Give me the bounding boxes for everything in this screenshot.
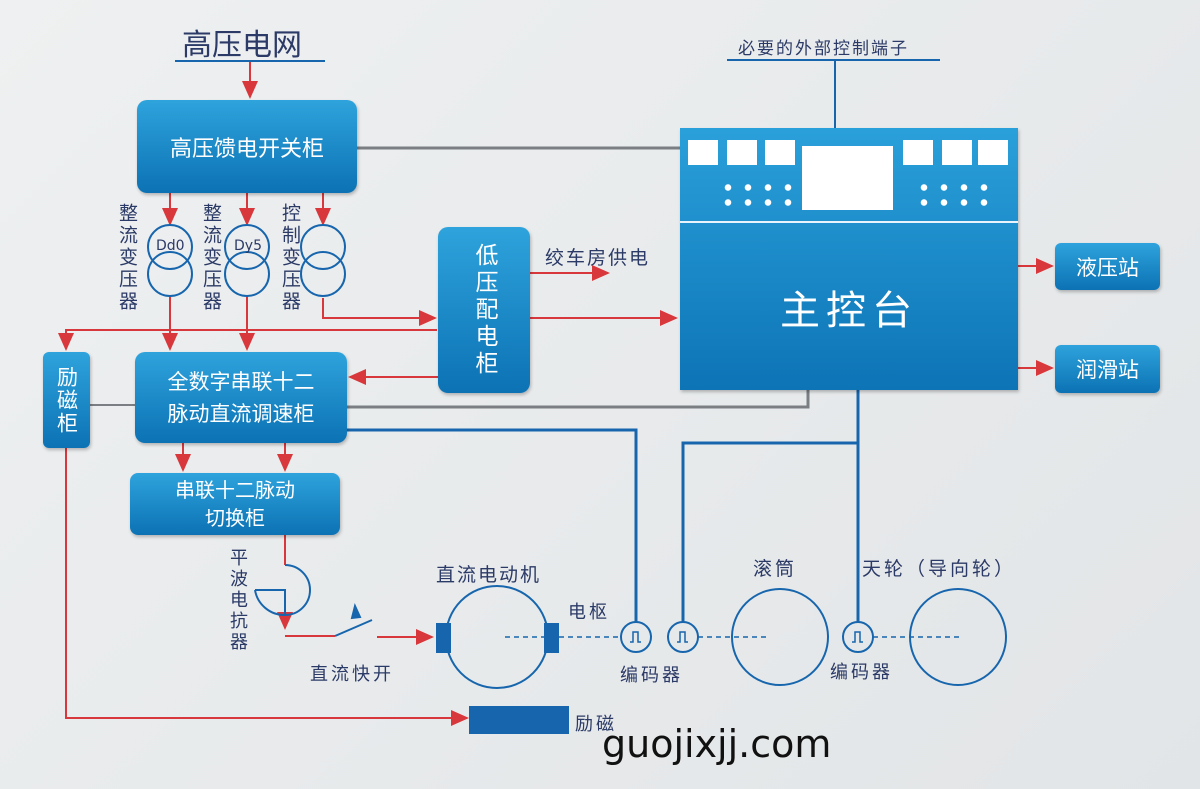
control-transformer-label: 控制变压器: [279, 203, 301, 313]
lubrication-station[interactable]: 润滑站: [1055, 345, 1160, 393]
drum-label: 滚筒: [753, 558, 798, 580]
hydraulic-label: 液压站: [1076, 255, 1139, 280]
excitation-cabinet-label: 励磁柜: [54, 365, 79, 435]
sheave-label: 天轮（导向轮）: [862, 558, 1017, 580]
watermark: guojixjj.com: [602, 722, 832, 766]
excitation-cabinet[interactable]: 励磁柜: [43, 352, 90, 448]
armature-label: 电枢: [568, 602, 610, 623]
hv-switch-label: 高压馈电开关柜: [169, 136, 324, 162]
rect-transformer-2-label: 整流变压器: [200, 203, 222, 313]
reactor-label: 平波电抗器: [227, 548, 248, 653]
speed-control-cabinet[interactable]: 全数字串联十二 脉动直流调速柜: [135, 352, 347, 443]
lv-cabinet-label: 低压配电柜: [471, 242, 497, 378]
winch-power-label: 绞车房供电: [545, 247, 651, 269]
grid-label: 高压电网: [182, 28, 302, 63]
excitation-label: 励磁: [575, 714, 617, 735]
lv-cabinet[interactable]: 低压配电柜: [438, 227, 530, 393]
breaker-label: 直流快开: [310, 664, 394, 685]
lubrication-label: 润滑站: [1076, 358, 1139, 382]
ext-terminals-label: 必要的外部控制端子: [738, 39, 909, 59]
speed-cabinet-line-2: 脉动直流调速柜: [167, 401, 315, 426]
rect-transformer-1-code: Dd0: [156, 238, 185, 254]
rect-transformer-1-label: 整流变压器: [116, 203, 138, 313]
main-console[interactable]: 主控台: [680, 128, 1018, 390]
hv-switch-cabinet[interactable]: 高压馈电开关柜: [137, 100, 357, 193]
rect-transformer-2-code: Dy5: [234, 238, 262, 254]
switching-cabinet-line-1: 串联十二脉动: [175, 478, 295, 502]
switching-cabinet-line-2: 切换柜: [205, 506, 265, 530]
hydraulic-station[interactable]: 液压站: [1055, 243, 1160, 290]
switching-cabinet[interactable]: 串联十二脉动 切换柜: [130, 473, 340, 535]
encoder-1-label: 编码器: [620, 665, 683, 686]
console-label: 主控台: [780, 288, 918, 334]
speed-cabinet-line-1: 全数字串联十二: [167, 369, 315, 394]
encoder-2-label: 编码器: [830, 662, 893, 683]
motor-label: 直流电动机: [436, 564, 542, 586]
